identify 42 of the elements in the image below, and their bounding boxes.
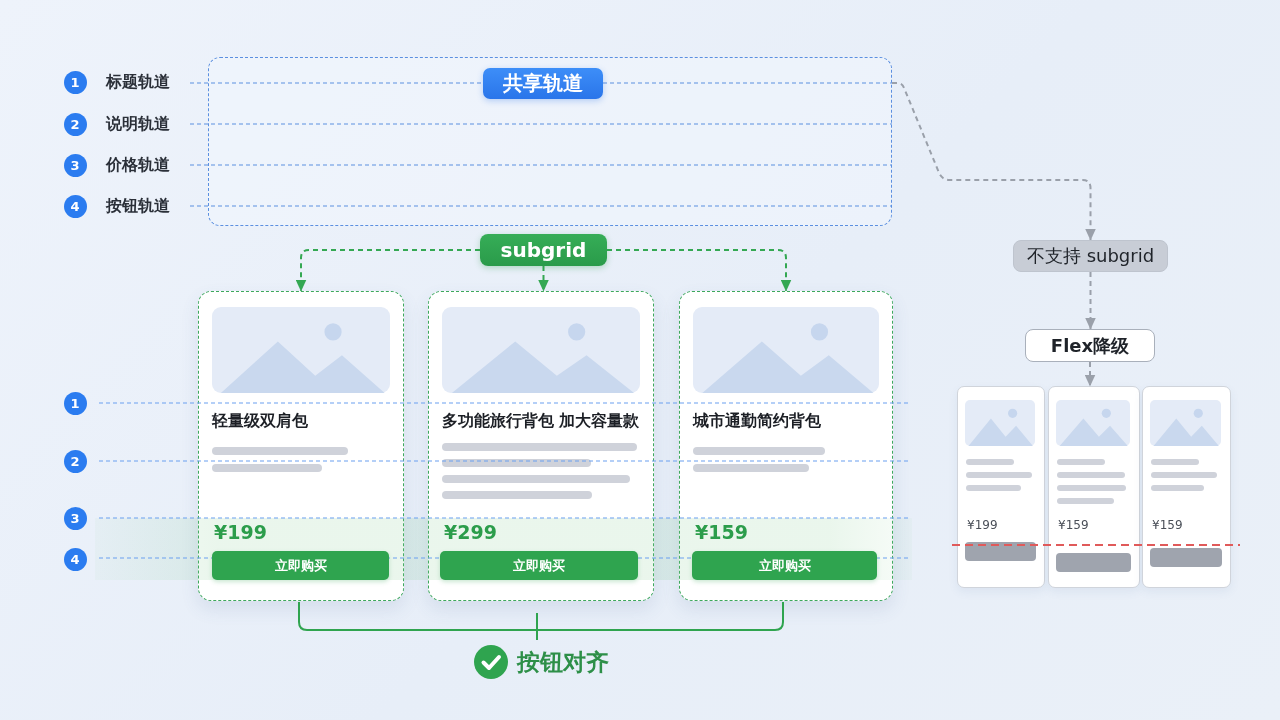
track-label: 说明轨道 xyxy=(106,114,170,134)
price-text: ¥159 xyxy=(1152,518,1183,532)
button-placeholder xyxy=(1150,548,1222,567)
heading-tag: 共享轨道 xyxy=(483,68,603,99)
arrow xyxy=(1085,271,1096,330)
button-placeholder xyxy=(965,542,1036,561)
price-text: ¥159 xyxy=(1058,518,1089,532)
price-text: ¥199 xyxy=(967,518,998,532)
buy-button: 立即购买 xyxy=(440,551,638,580)
mini-product-card xyxy=(1048,386,1140,588)
price-text: ¥299 xyxy=(444,520,497,544)
callout-number: 4 xyxy=(63,194,87,218)
buy-button: 立即购买 xyxy=(692,551,877,580)
product-title: 城市通勤简约背包 xyxy=(693,411,821,431)
arrow xyxy=(606,249,792,292)
product-title: 多功能旅行背包 加大容量款 xyxy=(442,411,640,431)
tag-label: Flex降级 xyxy=(1025,329,1155,362)
callout-number: 1 xyxy=(63,70,87,94)
callout-number: 3 xyxy=(63,506,87,530)
track-label: 按钮轨道 xyxy=(106,196,170,216)
tag-label: subgrid xyxy=(480,234,607,266)
track-label: 标题轨道 xyxy=(106,72,170,92)
callout-number: 2 xyxy=(63,449,87,473)
mini-product-card xyxy=(957,386,1045,588)
callout-number: 1 xyxy=(63,391,87,415)
tag-label: 不支持 subgrid xyxy=(1013,240,1168,272)
price-text: ¥199 xyxy=(214,520,267,544)
callout-number: 3 xyxy=(63,153,87,177)
arrow xyxy=(1084,361,1096,387)
caption-text: 按钮对齐 xyxy=(517,648,609,677)
callout-number: 2 xyxy=(63,112,87,136)
track-region xyxy=(208,57,892,226)
buy-button: 立即购买 xyxy=(212,551,389,580)
mini-product-card xyxy=(1142,386,1231,588)
price-text: ¥159 xyxy=(695,520,748,544)
product-title: 轻量级双肩包 xyxy=(212,411,308,431)
arrow xyxy=(891,82,1096,241)
arrow xyxy=(538,265,549,292)
button-placeholder xyxy=(1056,553,1131,572)
arrow xyxy=(295,249,481,292)
track-label: 价格轨道 xyxy=(106,155,170,175)
callout-number: 4 xyxy=(63,547,87,571)
